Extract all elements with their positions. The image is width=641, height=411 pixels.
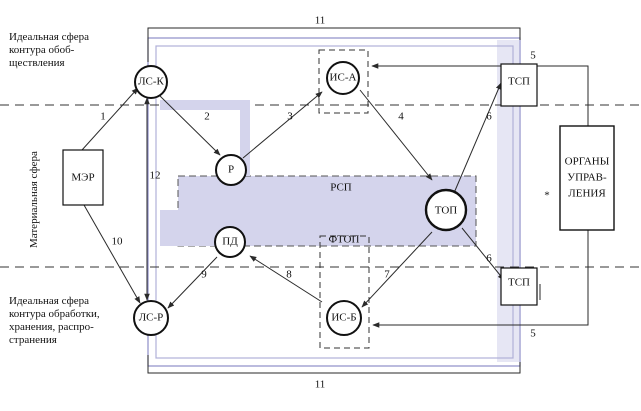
num-6b: 6 (486, 253, 492, 265)
node-isb (326, 300, 362, 336)
node-tsp-bottom-label: ТСП (508, 277, 530, 289)
num-11a: 11 (315, 15, 326, 27)
num-12: 12 (150, 170, 161, 182)
arrow-7 (361, 231, 433, 308)
node-top-label: ТОП (435, 205, 458, 217)
bottom-sphere-line-4: странения (9, 334, 57, 346)
organs-line-3: ЛЕНИЯ (568, 188, 606, 200)
bottom-sphere-line-1: Идеальная сфера (9, 295, 89, 307)
node-isa-label: ИС-А (330, 72, 357, 84)
ftop-label: ФТОП (329, 234, 360, 246)
organs-line-1: ОРГАНЫ (565, 156, 610, 168)
node-pd (214, 226, 246, 258)
num-1: 1 (100, 111, 106, 123)
num-4: 4 (398, 111, 404, 123)
node-tsp-top-label: ТСП (508, 76, 530, 88)
node-pd-label: ПД (222, 236, 238, 248)
num-2: 2 (204, 111, 210, 123)
arrow-10 (83, 204, 141, 304)
asterisk-mark: * (544, 190, 550, 202)
num-3: 3 (287, 111, 293, 123)
arrow-2 (159, 95, 221, 156)
node-top (424, 188, 468, 232)
num-11b: 11 (315, 379, 326, 391)
material-sphere-label: Материальная сфера (28, 151, 40, 248)
isa-zone (318, 49, 369, 114)
num-9: 9 (201, 269, 207, 281)
node-lsr-label: ЛС-Р (139, 312, 164, 324)
loop-11-bottom-line (147, 355, 521, 374)
node-mer (62, 149, 104, 206)
num-10: 10 (112, 236, 124, 248)
top-sphere-line-2: контура обоб- (9, 44, 75, 56)
node-lsk (134, 65, 168, 99)
num-6a: 6 (486, 111, 492, 123)
arrow-5b (372, 230, 589, 328)
rsp-label: РСП (330, 182, 352, 194)
arrow-9 (167, 256, 218, 309)
organs-box (559, 125, 615, 231)
ftop-zone (319, 235, 370, 349)
node-isb-label: ИС-Б (331, 312, 356, 324)
arrow-1 (81, 87, 139, 151)
organs-line-2: УПРАВ- (567, 172, 607, 184)
arrow-6b (461, 227, 505, 281)
loop-11-line (147, 27, 521, 62)
num-7: 7 (384, 269, 390, 281)
node-tsp-top (500, 63, 538, 107)
arrow-4 (359, 89, 433, 181)
node-mer-label: МЭР (71, 172, 94, 184)
num-5b: 5 (530, 328, 536, 340)
arrow-8 (249, 255, 323, 303)
node-lsk-label: ЛС-К (138, 76, 164, 88)
top-sphere-line-3: ществления (9, 57, 65, 69)
node-r (215, 154, 247, 186)
top-sphere-line-1: Идеальная сфера (9, 31, 89, 43)
bottom-sphere-line-3: хранения, распро- (9, 321, 94, 333)
num-8: 8 (286, 269, 292, 281)
node-tsp-bottom (500, 267, 538, 306)
node-r-label: Р (228, 164, 234, 176)
arrow-6a (453, 82, 502, 194)
num-5a: 5 (530, 50, 536, 62)
node-isa (326, 61, 360, 95)
inner-frame (155, 45, 514, 359)
arrow-5a (371, 63, 589, 126)
bottom-sphere-line-2: контура обработки, (9, 308, 100, 320)
arrow-3 (242, 91, 323, 159)
node-lsr (133, 300, 169, 336)
